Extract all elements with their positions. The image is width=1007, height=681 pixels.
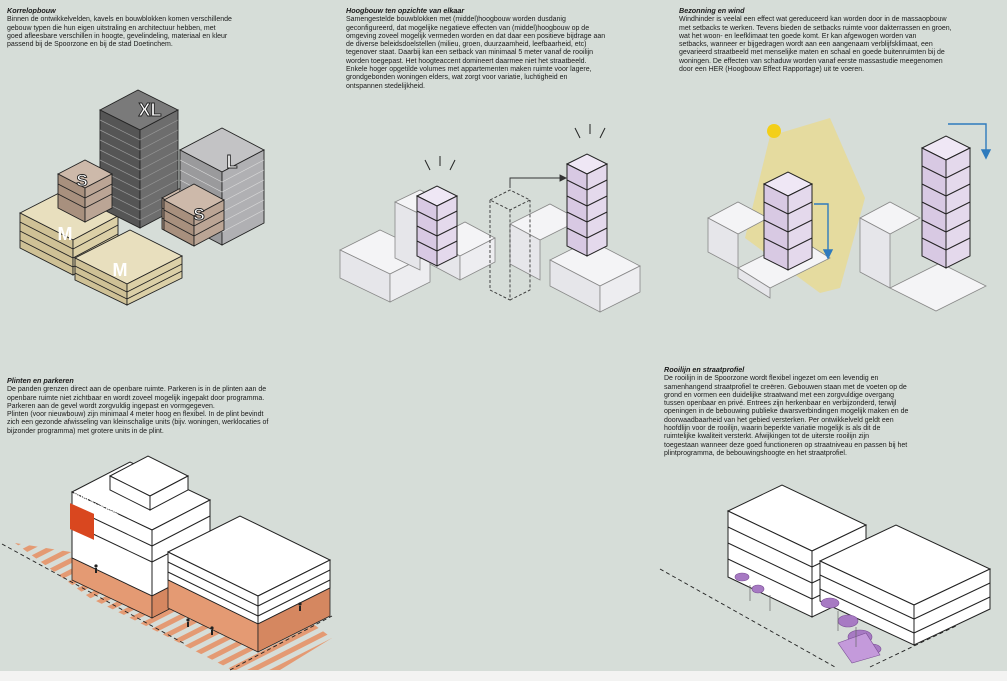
bezonning-right-tower xyxy=(920,135,972,269)
street-dashed-lines xyxy=(1,543,333,671)
korrelopbouw-diagram-overlay: L S M M xyxy=(58,127,265,280)
bezonning-diagram xyxy=(707,118,992,312)
rooilijn-body: De rooilijn in de Spoorzone wordt flexib… xyxy=(664,375,909,457)
label-m-right: M xyxy=(113,260,128,280)
label-m-left: M xyxy=(58,224,73,244)
hoogbouw-title: Hoogbouw ten opzichte van elkaar xyxy=(346,6,465,15)
section-bezonning: Bezonning en wind Windhinder is veelal e… xyxy=(679,6,1001,74)
block-s-right-top: S xyxy=(163,183,225,247)
bezonning-left-tower xyxy=(762,171,814,271)
section-plinten: Plinten en parkeren De panden grenzen di… xyxy=(7,376,337,436)
hoogbouw-body: Samengestelde bouwblokken met (middel)ho… xyxy=(346,16,606,90)
hoogbouw-left-tower xyxy=(415,185,459,267)
bezonning-right-cluster xyxy=(859,201,987,312)
rooilijn-building-right xyxy=(818,524,992,646)
label-l: L xyxy=(227,152,238,172)
ghost-tower-dashed xyxy=(488,189,532,301)
rooilijn-diagram xyxy=(659,484,992,668)
emphasis-strokes-right xyxy=(574,124,606,139)
sun-icon xyxy=(767,124,781,138)
section-hoogbouw: Hoogbouw ten opzichte van elkaar Samenge… xyxy=(346,6,666,91)
bottom-strip xyxy=(0,671,1007,681)
section-rooilijn: Rooilijn en straatprofiel De rooilijn in… xyxy=(664,365,1000,458)
korrelopbouw-title: Korrelopbouw xyxy=(7,6,56,15)
label-s-right: S xyxy=(193,205,204,224)
people-figures xyxy=(94,564,302,635)
block-s-left: S xyxy=(57,159,113,223)
plinten-diagram: PUBLIC SPACE xyxy=(1,455,333,671)
bezonning-body: Windhinder is veelal een effect wat gere… xyxy=(679,16,952,74)
bezonning-title: Bezonning en wind xyxy=(679,6,745,15)
hoogbouw-left-cluster xyxy=(339,189,496,303)
hoogbouw-diagram xyxy=(339,124,641,313)
korrelopbouw-body: Binnen de ontwikkelvelden, kavels en bou… xyxy=(7,16,232,49)
hoogbouw-right-cluster xyxy=(509,203,641,313)
label-s-left: S xyxy=(76,171,87,190)
street-trees xyxy=(749,585,857,647)
hoogbouw-right-tower xyxy=(565,153,609,257)
plinth-orange-right xyxy=(167,579,331,653)
shift-arrow xyxy=(509,174,568,188)
rooilijn-title: Rooilijn en straatprofiel xyxy=(664,365,745,374)
label-xl: XL xyxy=(138,100,161,120)
plinten-building-right xyxy=(166,515,332,625)
greenery-purple xyxy=(734,572,882,664)
plinten-body: De panden grenzen direct aan de openbare… xyxy=(7,386,269,435)
emphasis-strokes-left xyxy=(424,156,456,171)
block-m-left xyxy=(19,189,119,276)
wind-arrow-left xyxy=(814,203,834,260)
rooilijn-dashed-lines xyxy=(659,568,959,668)
plinten-title: Plinten en parkeren xyxy=(7,376,74,385)
section-korrelopbouw: Korrelopbouw Binnen de ontwikkelvelden, … xyxy=(7,6,327,49)
block-m-right xyxy=(74,229,183,306)
wind-arrow-right xyxy=(948,123,992,160)
